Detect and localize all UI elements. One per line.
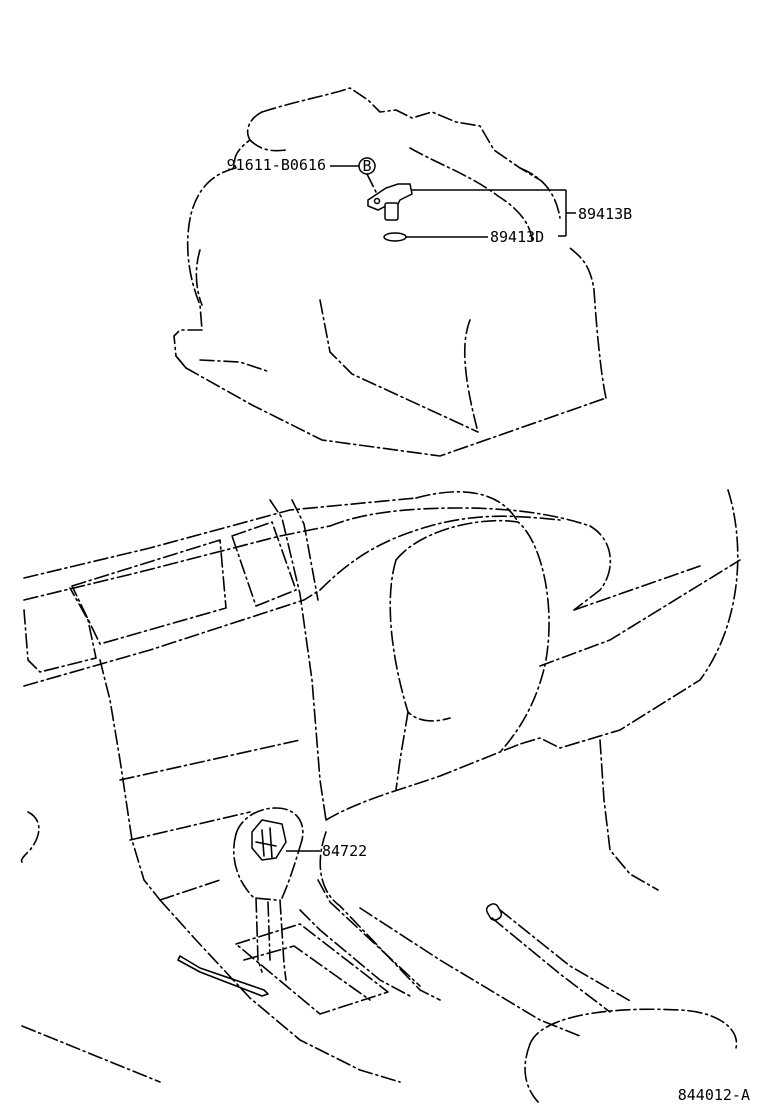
bolt-part: B	[330, 157, 379, 197]
bolt-marker-letter: B	[362, 157, 371, 175]
shift-part-number: 84722	[322, 842, 367, 860]
sensor-part-number: 89413B	[578, 205, 632, 223]
speed-sensor-part	[367, 183, 576, 236]
passenger-panel-outline	[325, 489, 741, 891]
center-console-outline	[20, 811, 738, 1105]
figure-code: 844012-A	[678, 1086, 750, 1104]
shift-lever-part	[232, 807, 320, 981]
dashboard-outline	[23, 497, 612, 901]
parking-brake-lever	[485, 903, 633, 1013]
oring-part-number: 89413D	[490, 228, 544, 246]
bolt-part-number: 91611-B0616	[227, 156, 326, 174]
transmission-outline	[173, 87, 607, 457]
o-ring-part	[383, 232, 566, 242]
